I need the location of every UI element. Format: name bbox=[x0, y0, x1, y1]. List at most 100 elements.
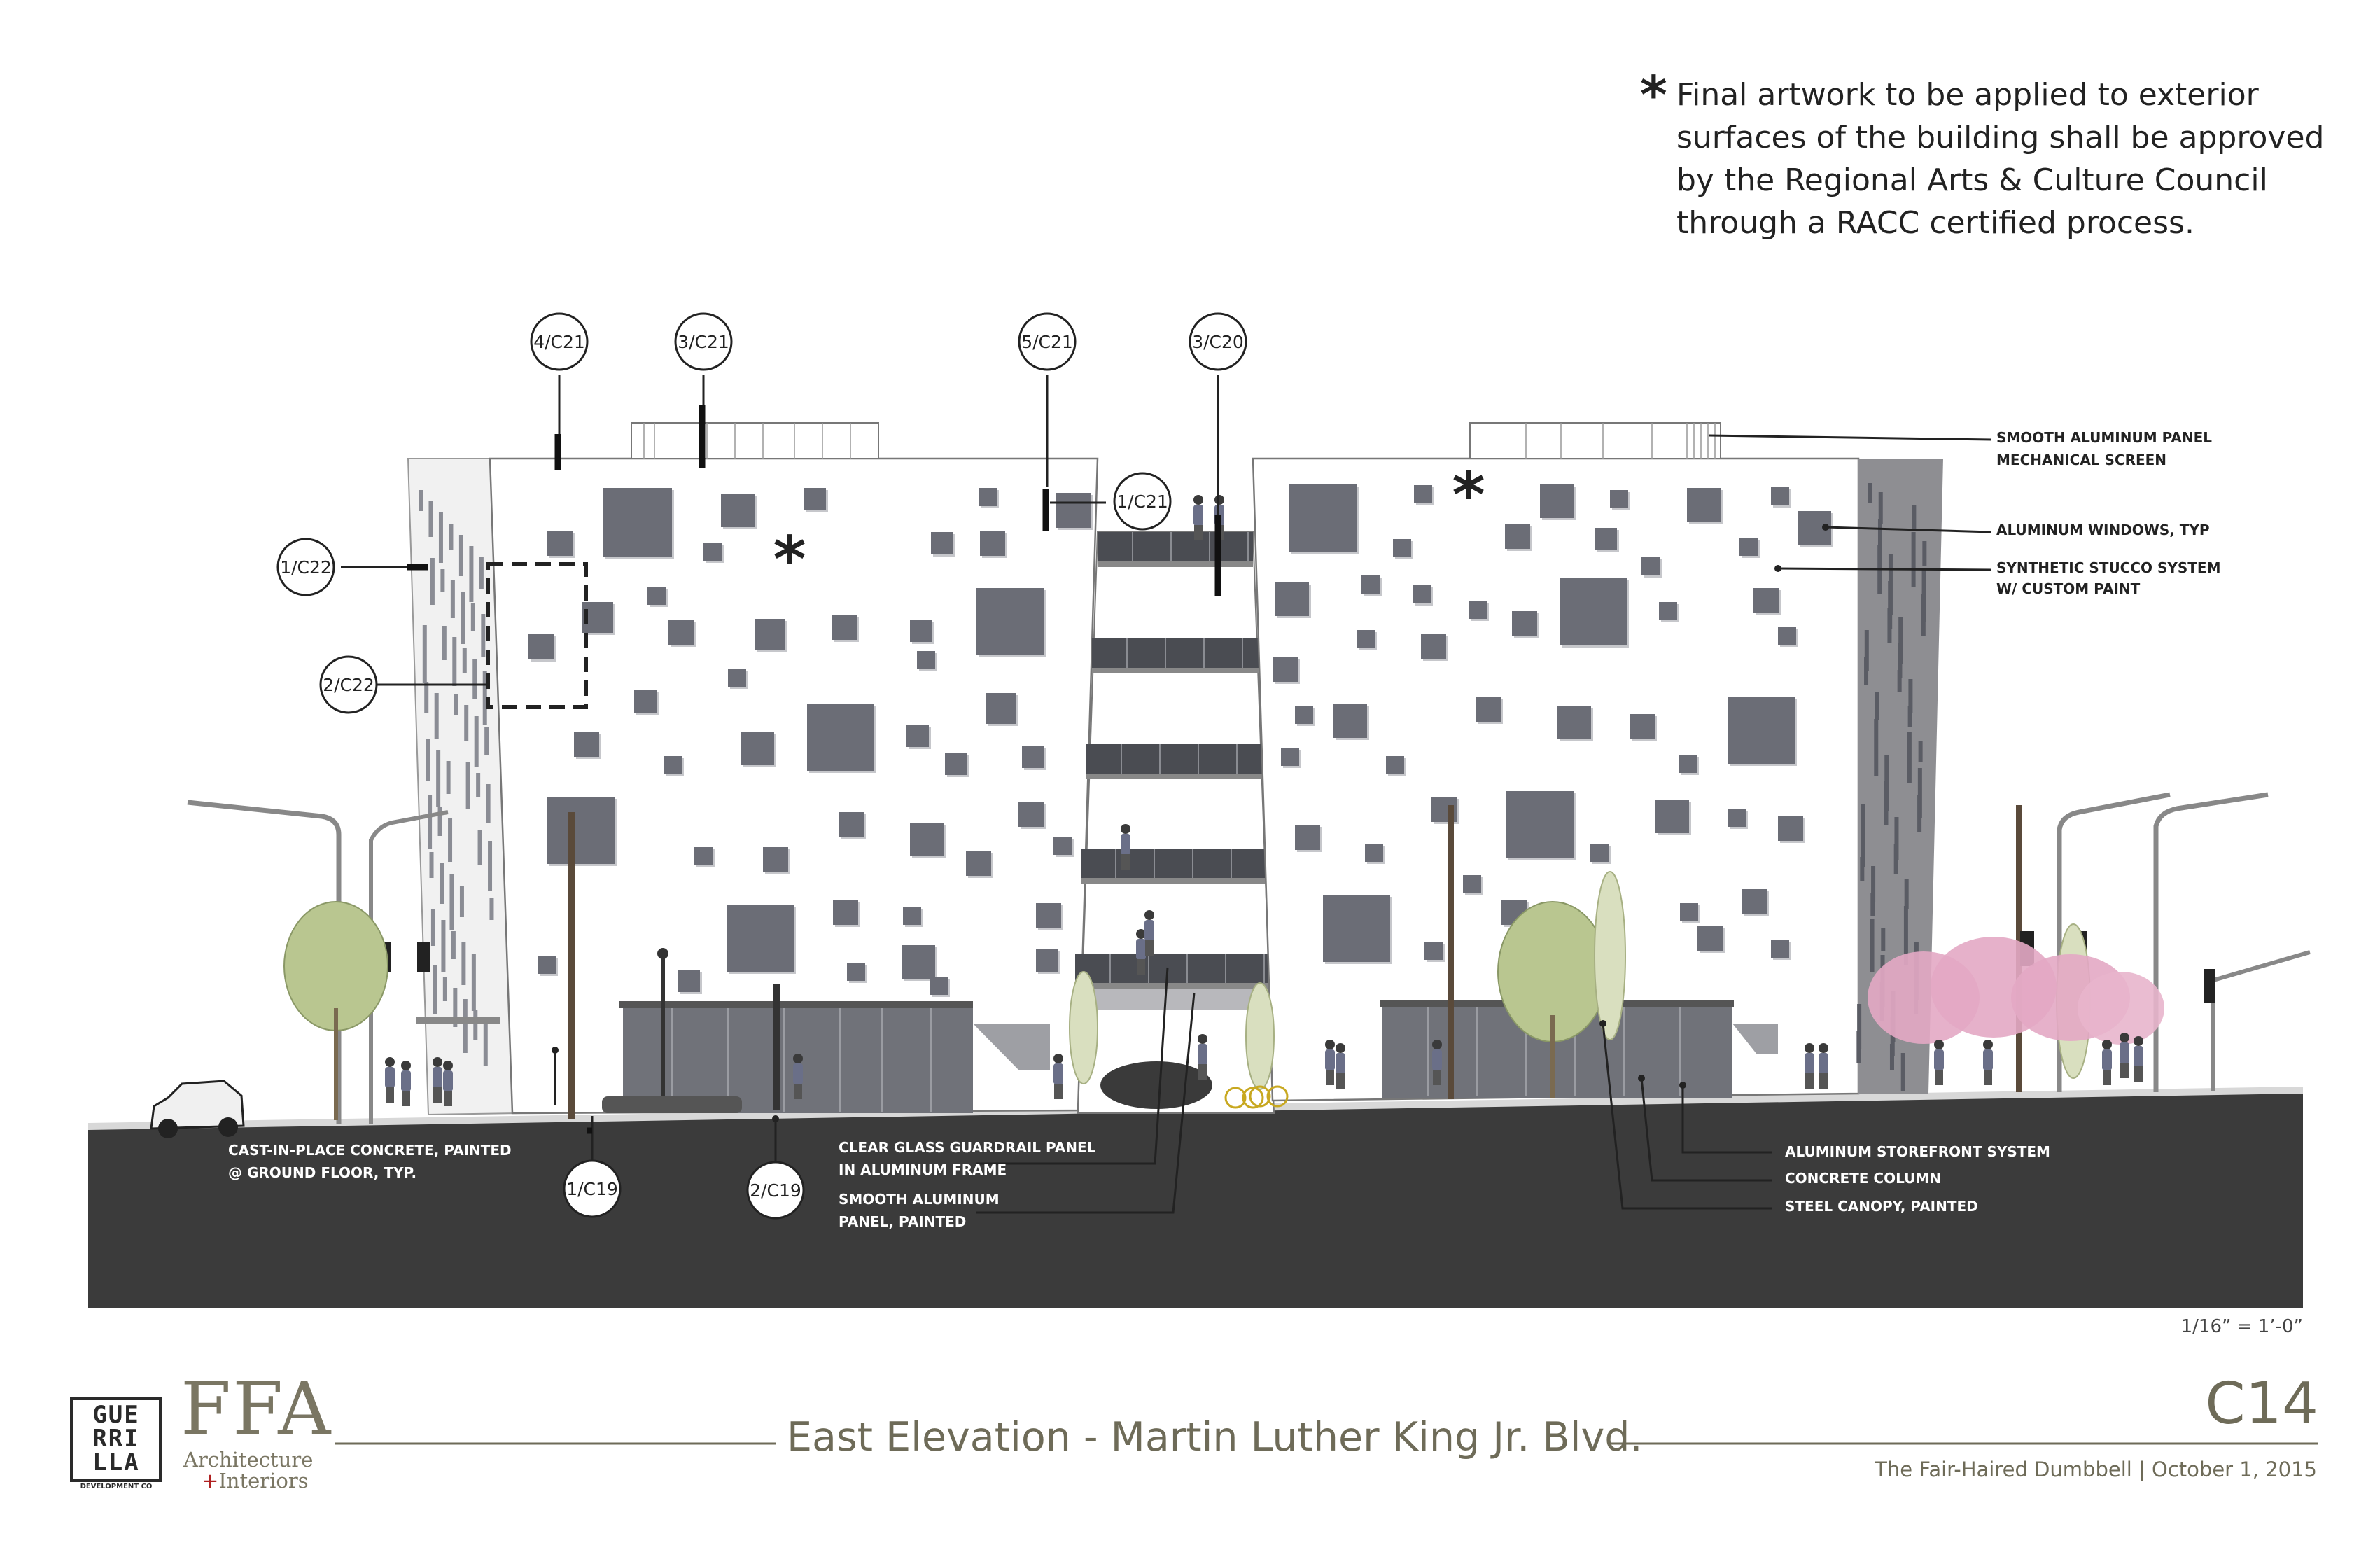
person-body bbox=[1325, 1049, 1335, 1070]
facade-window bbox=[1413, 585, 1431, 603]
leader-line bbox=[976, 967, 1169, 1165]
person-legs bbox=[1054, 1084, 1063, 1099]
slot-window bbox=[438, 807, 442, 836]
person-body bbox=[1198, 1044, 1208, 1065]
traffic-signal bbox=[417, 942, 430, 972]
bridge-slab bbox=[1086, 774, 1264, 779]
sheet-number: C14 bbox=[2205, 1371, 2318, 1437]
slot-window bbox=[440, 569, 445, 592]
facade-window bbox=[931, 532, 953, 554]
leader-dot bbox=[1822, 524, 1829, 531]
section-tag-circle bbox=[276, 538, 335, 596]
slot-window bbox=[442, 977, 447, 1001]
slot-window bbox=[488, 841, 493, 891]
guerrilla-logo-line: RRI bbox=[92, 1425, 140, 1453]
facade-window bbox=[1687, 488, 1721, 522]
left-facade-windows bbox=[528, 488, 1093, 997]
facade-window bbox=[832, 615, 857, 640]
tree-trunk bbox=[334, 1008, 338, 1120]
slot-window bbox=[484, 727, 489, 755]
person-body bbox=[2102, 1049, 2112, 1070]
facade-window bbox=[547, 531, 573, 556]
person-head bbox=[1336, 1043, 1345, 1053]
ffa-logo-interiors-text: Interiors bbox=[218, 1469, 309, 1493]
bridge-slab bbox=[1081, 878, 1270, 884]
person-body bbox=[2134, 1046, 2143, 1067]
section-tag[interactable]: 1/C21 bbox=[1113, 472, 1172, 531]
slot-window bbox=[446, 761, 451, 794]
person-head bbox=[2134, 1036, 2143, 1046]
drawing-scale: 1/16” = 1’-0” bbox=[2180, 1316, 2303, 1337]
left-storefront-mullions bbox=[671, 1008, 932, 1112]
slot-window bbox=[452, 637, 457, 686]
slot-window bbox=[433, 965, 438, 1014]
leader-line bbox=[1825, 526, 1992, 533]
facade-window bbox=[906, 725, 929, 747]
section-tag[interactable]: 1/C19 bbox=[563, 1159, 622, 1218]
leader-line bbox=[1602, 1023, 1772, 1210]
callout-alum-panel: SMOOTH ALUMINUM PANEL, PAINTED bbox=[839, 1191, 1004, 1230]
slot-window bbox=[424, 682, 429, 713]
slot-window bbox=[438, 512, 443, 563]
left-awning bbox=[973, 1024, 1050, 1070]
tree-columnar bbox=[1245, 982, 1275, 1090]
pedestrians bbox=[385, 495, 2143, 1106]
facade-window bbox=[741, 732, 774, 765]
slot-window bbox=[1900, 1053, 1905, 1091]
section-tag[interactable]: 2/C19 bbox=[746, 1161, 805, 1220]
section-tag-circle bbox=[530, 312, 589, 371]
section-tag[interactable]: 4/C21 bbox=[530, 312, 589, 371]
section-tag[interactable]: 3/C20 bbox=[1189, 312, 1247, 371]
facade-window bbox=[1334, 704, 1367, 738]
facade-window bbox=[1610, 490, 1628, 508]
person-legs bbox=[1194, 525, 1203, 540]
slot-window bbox=[442, 626, 447, 660]
person-body bbox=[1934, 1049, 1944, 1070]
facade-window bbox=[1281, 748, 1299, 766]
tree-columnar bbox=[1069, 971, 1098, 1084]
left-canopy bbox=[620, 1001, 973, 1008]
section-tag[interactable]: 3/C21 bbox=[674, 312, 733, 371]
facade-window bbox=[1558, 706, 1591, 739]
callout-concrete: CAST-IN-PLACE CONCRETE, PAINTED @ GROUND… bbox=[228, 1142, 517, 1181]
traffic-signal-arm bbox=[2211, 950, 2311, 1091]
slot-window bbox=[434, 693, 439, 739]
slot-window bbox=[1918, 741, 1923, 762]
slot-window bbox=[463, 999, 468, 1053]
facade-window bbox=[1642, 557, 1660, 575]
facade-window bbox=[1698, 926, 1723, 951]
facade-window bbox=[1275, 582, 1309, 616]
section-tag-label: 1/C21 bbox=[1116, 491, 1168, 512]
slot-window bbox=[449, 524, 454, 550]
right-building bbox=[1252, 422, 1943, 1102]
facade-window bbox=[678, 970, 700, 992]
slot-window bbox=[482, 671, 487, 725]
section-tag-label: 5/C21 bbox=[1021, 332, 1073, 352]
slot-window bbox=[1857, 1004, 1862, 1049]
section-tag[interactable]: 1/C22 bbox=[276, 538, 335, 596]
facade-window bbox=[1728, 697, 1795, 764]
slot-window bbox=[1911, 532, 1916, 587]
slot-window bbox=[481, 614, 486, 657]
facade-window bbox=[528, 634, 554, 659]
facade-window bbox=[727, 905, 794, 972]
slot-window bbox=[1922, 541, 1927, 566]
right-mech-screen-slats bbox=[1525, 423, 1716, 459]
bridge-slab bbox=[1075, 983, 1275, 989]
section-tag[interactable]: 5/C21 bbox=[1018, 312, 1077, 371]
section-tag-label: 4/C21 bbox=[533, 332, 585, 352]
slot-window bbox=[1875, 692, 1879, 720]
person-head bbox=[1136, 929, 1146, 939]
section-tag[interactable]: 2/C22 bbox=[319, 655, 378, 714]
leader-line bbox=[976, 992, 1196, 1214]
slot-window bbox=[1897, 670, 1902, 692]
detail-area-2-C22 bbox=[486, 562, 588, 709]
slot-window bbox=[426, 739, 430, 781]
person-body bbox=[443, 1070, 453, 1091]
facade-window bbox=[668, 620, 694, 645]
callout-windows: ALUMINUM WINDOWS, TYP bbox=[1996, 522, 2210, 538]
slot-window bbox=[477, 830, 482, 865]
facade-window bbox=[1630, 714, 1655, 739]
callout-mech-screen: SMOOTH ALUMINUM PANEL MECHANICAL SCREEN bbox=[1996, 429, 2217, 468]
slot-window bbox=[1871, 866, 1876, 902]
